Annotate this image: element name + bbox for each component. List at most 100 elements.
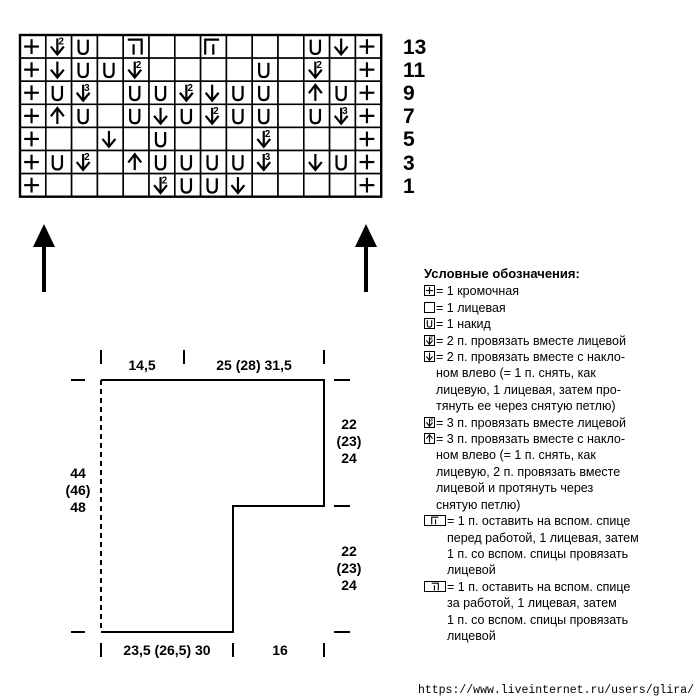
legend-rkl-icon	[424, 515, 446, 527]
chart-cell-knit	[96, 103, 125, 129]
chart-cell-edge	[354, 149, 382, 175]
chart-cell-knit	[328, 172, 357, 198]
chart-cell-yo	[328, 80, 357, 106]
legend-item-text: = 1 лицевая	[436, 300, 506, 315]
chart-cell-ssk	[96, 126, 125, 152]
chart-cell-edge	[354, 34, 382, 59]
legend-item: = 1 п. оставить на вспом. спице перед ра…	[424, 513, 694, 579]
row-number: 3	[403, 151, 415, 175]
chart-cell-knit	[251, 34, 279, 59]
chart-cell-knit	[225, 126, 253, 152]
svg-text:2: 2	[188, 83, 193, 94]
chart-cell-edge	[19, 103, 47, 129]
legend-item: 3= 3 п. провязать вместе лицевой	[424, 415, 694, 431]
legend-title: Условные обозначения:	[424, 266, 580, 281]
svg-text:2: 2	[317, 60, 322, 71]
legend-knit-icon	[424, 301, 435, 313]
chart-cell-yo	[174, 103, 202, 129]
legend-item: = 1 п. оставить на вспом. спице за работ…	[424, 579, 694, 645]
chart-cell-knit	[225, 34, 253, 59]
legend-item-text: = 1 п. оставить на вспом. спице перед ра…	[447, 514, 639, 578]
row-number: 1	[403, 174, 415, 198]
svg-text:2: 2	[265, 129, 270, 140]
chart-cell-knit	[122, 172, 150, 198]
legend-item: 2= 2 п. провязать вместе лицевой	[424, 333, 694, 349]
row-number: 11	[403, 59, 426, 83]
legend-ssk-icon	[424, 351, 435, 363]
chart-cell-ssk	[302, 149, 331, 175]
chart-cell-k3tog: 3	[251, 149, 279, 175]
chart-cell-edge	[354, 80, 382, 106]
svg-text:2: 2	[213, 106, 218, 117]
chart-cell-knit	[199, 57, 228, 82]
svg-text:2: 2	[136, 60, 141, 71]
dim-top-right: 25 (28) 31,5	[216, 357, 292, 373]
chart-cell-skl	[122, 34, 150, 59]
chart-cell-k2tog: 2	[199, 103, 228, 129]
chart-cell-knit	[174, 126, 202, 152]
chart-cell-knit	[302, 172, 331, 198]
legend-item: = 1 кромочная	[424, 283, 694, 299]
chart-cell-edge	[19, 172, 47, 198]
chart-cell-yo	[251, 80, 279, 106]
chart-cell-knit	[277, 103, 305, 129]
chart-cell-knit	[96, 34, 125, 59]
legend-item: = 1 накид	[424, 316, 694, 332]
chart-cell-edge	[19, 57, 47, 82]
chart-cell-k3tog: 3	[328, 103, 357, 129]
chart-cell-ssk	[148, 103, 176, 129]
schematic-outline	[101, 379, 325, 633]
dim-top-left: 14,5	[128, 357, 156, 373]
chart-cell-yo	[122, 103, 150, 129]
chart-cell-yo	[174, 149, 202, 175]
chart-cell-edge	[354, 103, 382, 129]
chart-cell-knit	[44, 126, 73, 152]
chart-cell-knit	[277, 80, 305, 106]
garment-schematic	[71, 350, 350, 657]
chart-cell-k2tog: 2	[251, 126, 279, 152]
svg-text:2: 2	[84, 152, 89, 163]
svg-text:2: 2	[162, 175, 167, 186]
left-arrow-icon	[33, 224, 55, 292]
chart-cell-knit	[70, 126, 99, 152]
chart-cell-knit	[277, 126, 305, 152]
chart-cell-sk2p	[44, 103, 73, 129]
chart-cell-yo	[199, 172, 228, 198]
chart-cell-yo	[70, 57, 99, 82]
legend-skl-icon	[424, 580, 446, 592]
watermark[interactable]: https://www.liveinternet.ru/users/glira/	[417, 684, 694, 697]
svg-text:2: 2	[430, 335, 433, 341]
legend-item-text: = 2 п. провязать вместе с накло- ном вле…	[436, 350, 626, 414]
chart-cell-edge	[19, 80, 47, 106]
svg-text:3: 3	[84, 83, 90, 94]
chart-cell-yo	[251, 57, 279, 82]
chart-cell-k2tog: 2	[174, 80, 202, 106]
chart-cell-k2tog: 2	[70, 149, 99, 175]
chart-cell-yo	[70, 103, 99, 129]
chart-cell-sk2p	[122, 149, 150, 175]
chart-cell-knit	[277, 149, 305, 175]
legend-item: = 2 п. провязать вместе с накло- ном вле…	[424, 349, 694, 415]
chart-cell-edge	[354, 126, 382, 152]
chart-cell-yo	[225, 103, 253, 129]
chart-cell-rkl	[199, 34, 228, 59]
chart-cell-knit	[174, 34, 202, 59]
svg-text:3: 3	[342, 106, 348, 117]
chart-cell-knit	[251, 172, 279, 198]
dim-right-upper: 22 (23) 24	[336, 416, 362, 466]
chart-cell-k2tog: 2	[122, 57, 150, 82]
dim-left-height: 44 (46) 48	[65, 465, 91, 515]
chart-cell-yo	[328, 149, 357, 175]
legend-yo-icon	[424, 318, 435, 330]
chart-cell-edge	[19, 34, 47, 59]
chart-cell-yo	[225, 149, 253, 175]
chart-cell-yo	[148, 80, 176, 106]
legend-item-text: = 1 кромочная	[436, 284, 519, 299]
chart-cell-yo	[44, 80, 73, 106]
chart-cell-yo	[225, 80, 253, 106]
chart-cell-ssk	[328, 34, 357, 59]
chart-cell-knit	[96, 172, 125, 198]
row-number: 13	[403, 36, 427, 59]
